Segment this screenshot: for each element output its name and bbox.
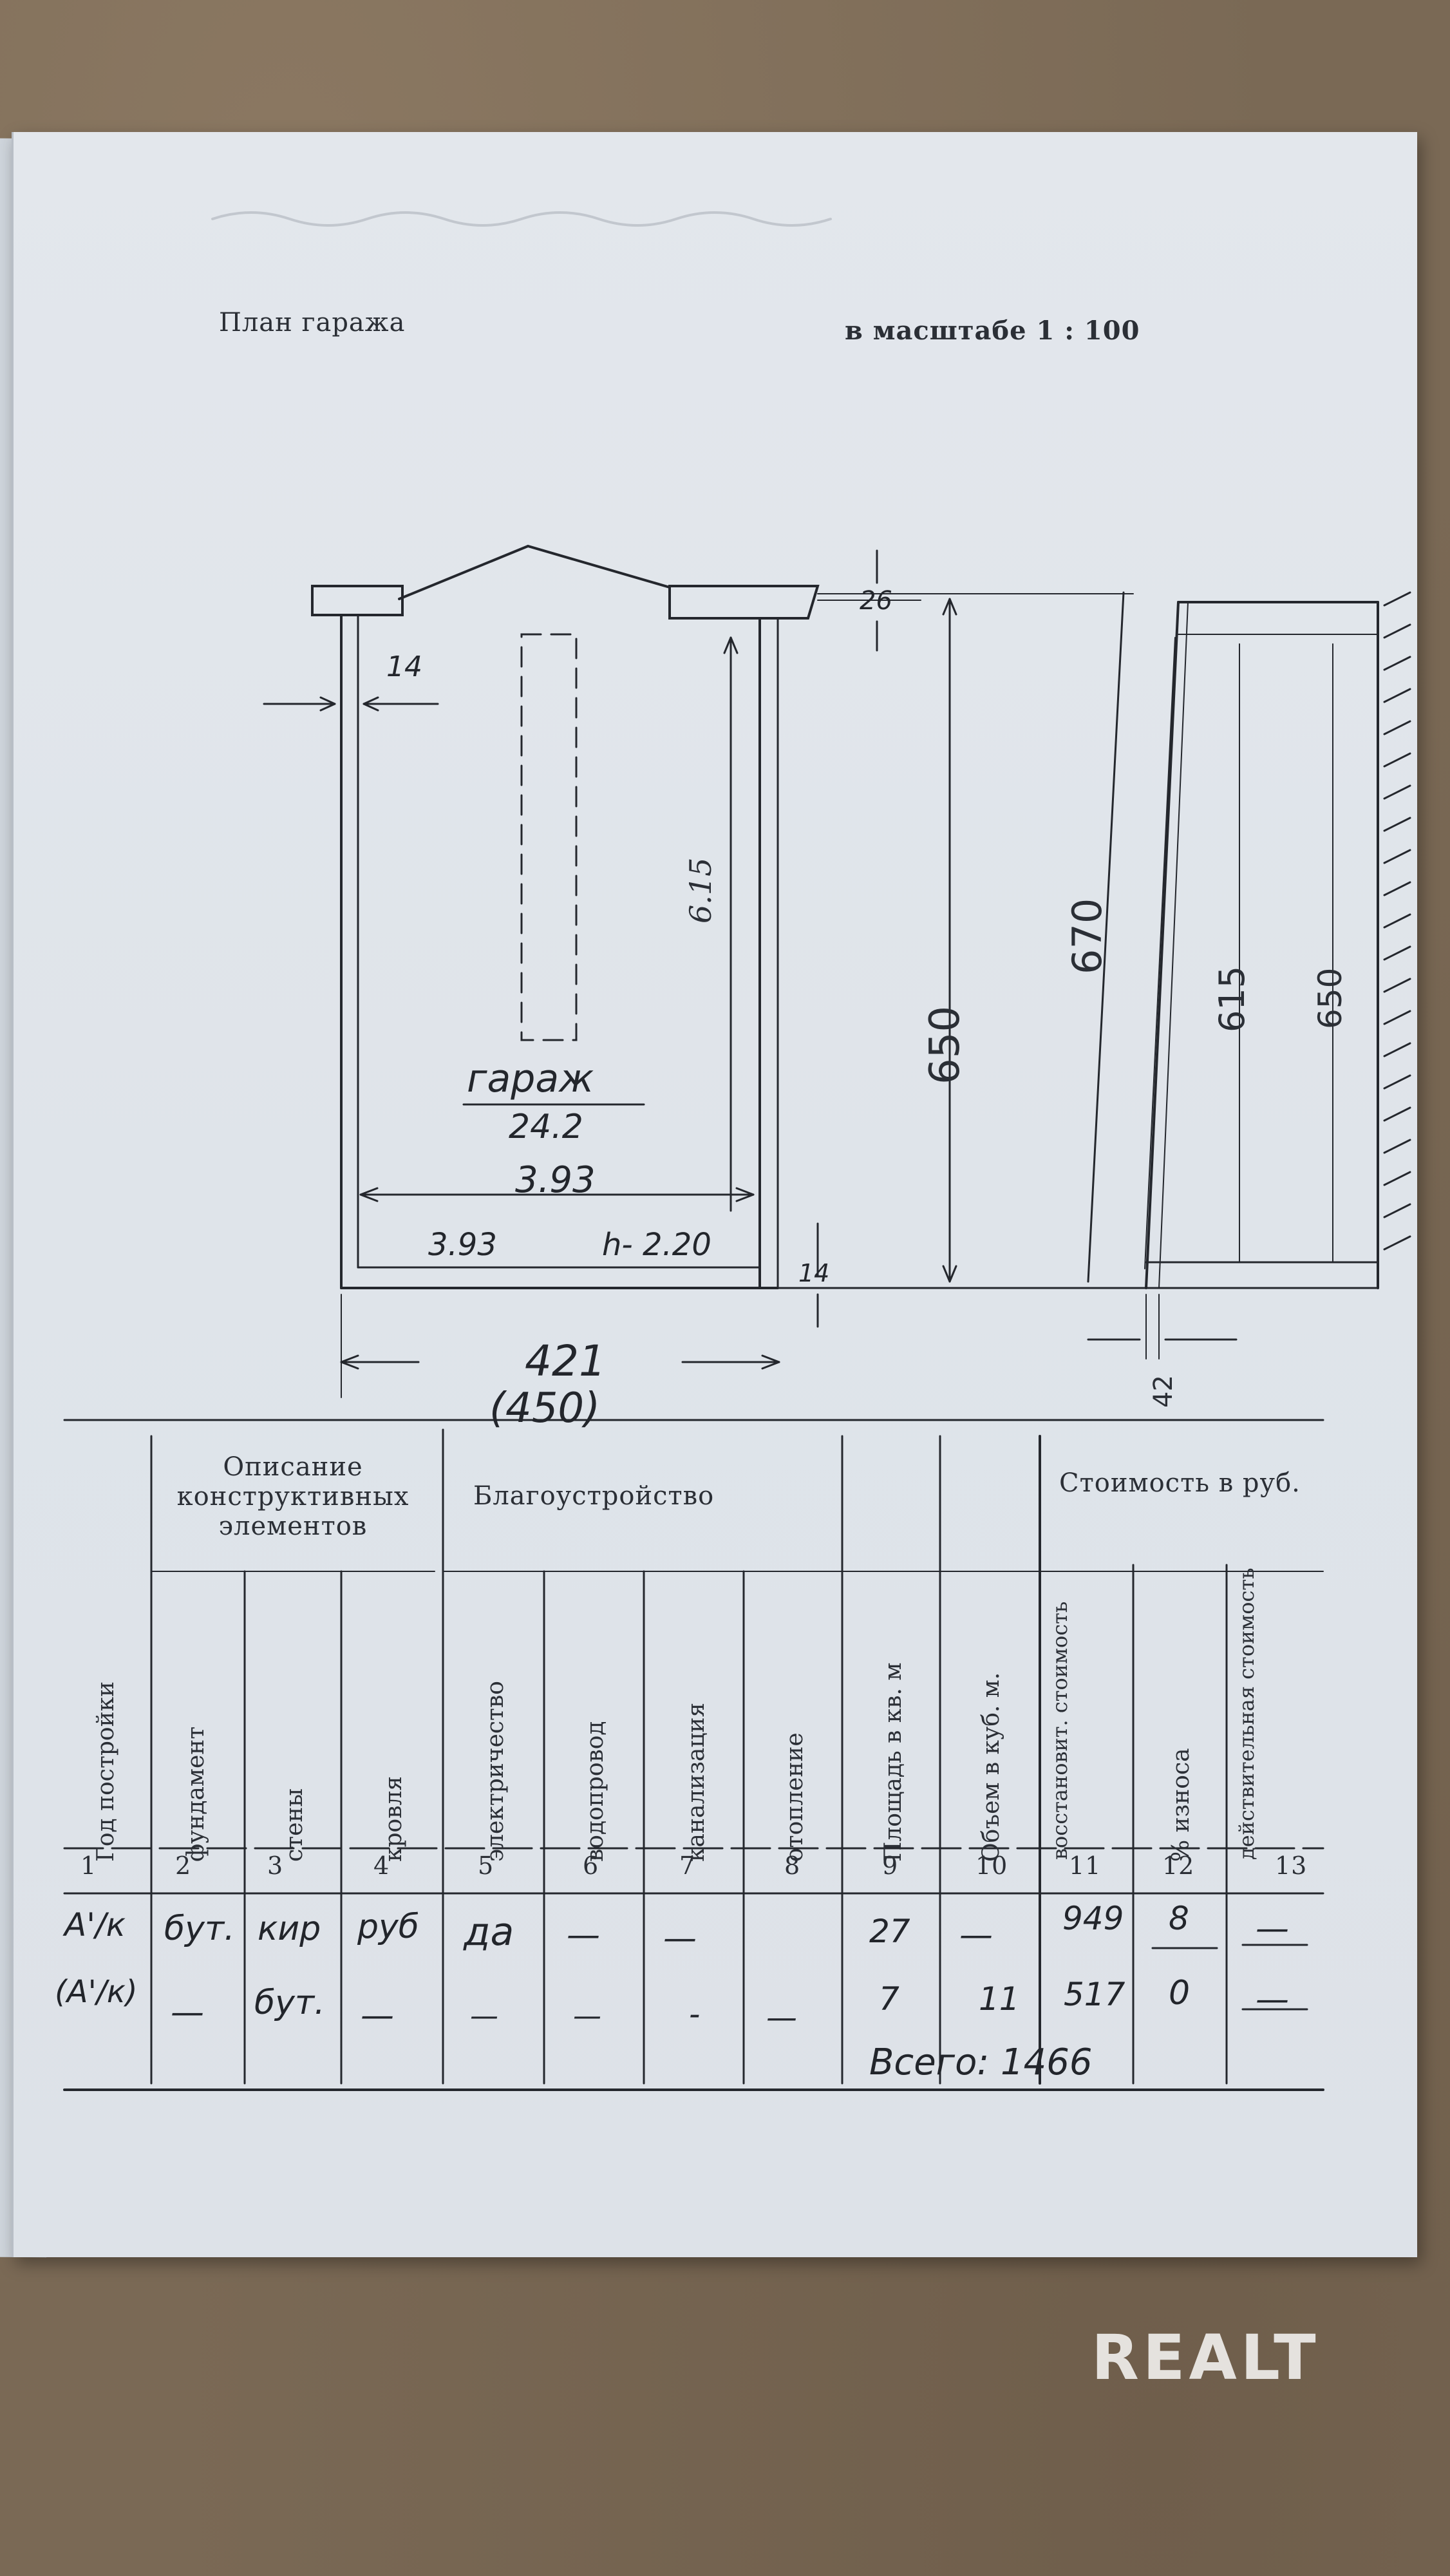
row2-volume: 11 [979, 1980, 1020, 2018]
row1-actual-cost: — [1256, 1909, 1289, 1948]
col-num-10: 10 [975, 1852, 1008, 1880]
room-area: 24.2 [509, 1108, 583, 1146]
col-header-1-text: Год постройки [93, 1681, 119, 1862]
col-num-7: 7 [679, 1852, 696, 1880]
dim-inner-width-bottom: 3.93 [428, 1227, 497, 1263]
col-header-8-text: отопление [782, 1732, 808, 1862]
col-header-2-text: фундамент [183, 1726, 209, 1862]
row1-volume: — [959, 1916, 993, 1955]
row1-roof: руб [357, 1908, 419, 1946]
dim-section-615-text: 615 [1212, 965, 1252, 1032]
dim-wall: 14 [386, 650, 422, 683]
row2-water: — [573, 2000, 601, 2032]
col-header-5-text: электричество [482, 1681, 509, 1862]
group-header-improvement: Благоустройство [473, 1481, 715, 1511]
col-num-6: 6 [583, 1852, 599, 1880]
row2-year: (А'/к) [55, 1974, 138, 2010]
row1-walls: кир [258, 1909, 321, 1948]
room-label: гараж [467, 1056, 594, 1101]
row2-electricity: — [470, 2000, 498, 2032]
row2-walls: бут. [254, 1984, 325, 2022]
realt-watermark: REALT [1091, 2322, 1320, 2394]
row1-area: 27 [869, 1913, 910, 1950]
group-header-description: Описание конструктивных элементов [176, 1452, 410, 1541]
row1-restore-cost: 949 [1062, 1900, 1124, 1937]
col-num-8: 8 [784, 1852, 801, 1880]
col-header-11-text: восстановит. стоимость [1048, 1601, 1072, 1860]
row2-restore-cost: 517 [1064, 1976, 1125, 2013]
col-num-2: 2 [175, 1852, 192, 1880]
dim-section-42-text: 42 [1149, 1375, 1178, 1408]
col-num-3: 3 [267, 1852, 284, 1880]
row1-sewer: — [663, 1919, 697, 1958]
row2-foundation: — [171, 1993, 204, 2032]
col-header-7-text: канализация [683, 1702, 710, 1862]
row2-heating: — [766, 2000, 797, 2036]
row2-actual-cost: — [1256, 1980, 1289, 2019]
col-num-9: 9 [882, 1852, 899, 1880]
dim-inner-height-text: 6.15 [683, 857, 718, 923]
plan-scale: в масштабе 1 : 100 [845, 316, 1140, 346]
row2-wear: 0 [1169, 1974, 1191, 2012]
col-header-10-text: Объем в куб. м. [978, 1672, 1004, 1862]
dim-inner-width-top: 3.93 [515, 1159, 596, 1201]
row2-roof: — [361, 1996, 394, 2035]
col-header-9-text: Площадь в кв. м [880, 1662, 907, 1862]
dim-section-650-text: 650 [1312, 967, 1349, 1029]
dim-outer-width: 421 [525, 1336, 606, 1386]
col-header-4-text: кровля [381, 1776, 407, 1862]
col-num-12: 12 [1162, 1852, 1195, 1880]
col-num-1: 1 [80, 1852, 97, 1880]
row1-foundation: бут. [164, 1909, 235, 1948]
dim-bottom-gap: 14 [798, 1259, 830, 1287]
dim-top-gap: 26 [860, 586, 892, 616]
col-num-13: 13 [1275, 1852, 1308, 1880]
col-header-13-text: действительная стоимость [1234, 1567, 1259, 1860]
dim-height: h- 2.20 [602, 1227, 711, 1263]
table-total: Всего: 1466 [869, 2041, 1093, 2083]
col-header-3-text: стены [281, 1788, 308, 1862]
row1-year: А'/к [64, 1906, 126, 1944]
plan-title: План гаража [219, 308, 406, 337]
row2-sewer: - [689, 1996, 701, 2032]
col-num-11: 11 [1069, 1852, 1102, 1880]
dim-outer-width-alt: (450) [489, 1385, 601, 1432]
col-header-6-text: водопровод [582, 1721, 608, 1862]
group-header-cost: Стоимость в руб. [1059, 1468, 1301, 1498]
dim-right-650-text: 650 [921, 1005, 969, 1084]
dim-right-670-text: 670 [1064, 898, 1111, 974]
row2-area: 7 [879, 1980, 899, 2018]
col-num-4: 4 [373, 1852, 390, 1880]
row1-wear: 8 [1169, 1900, 1189, 1937]
col-num-5: 5 [478, 1852, 494, 1880]
col-header-12-text: % износа [1168, 1748, 1194, 1862]
row1-water: — [567, 1916, 600, 1955]
row1-electricity: да [464, 1909, 514, 1955]
